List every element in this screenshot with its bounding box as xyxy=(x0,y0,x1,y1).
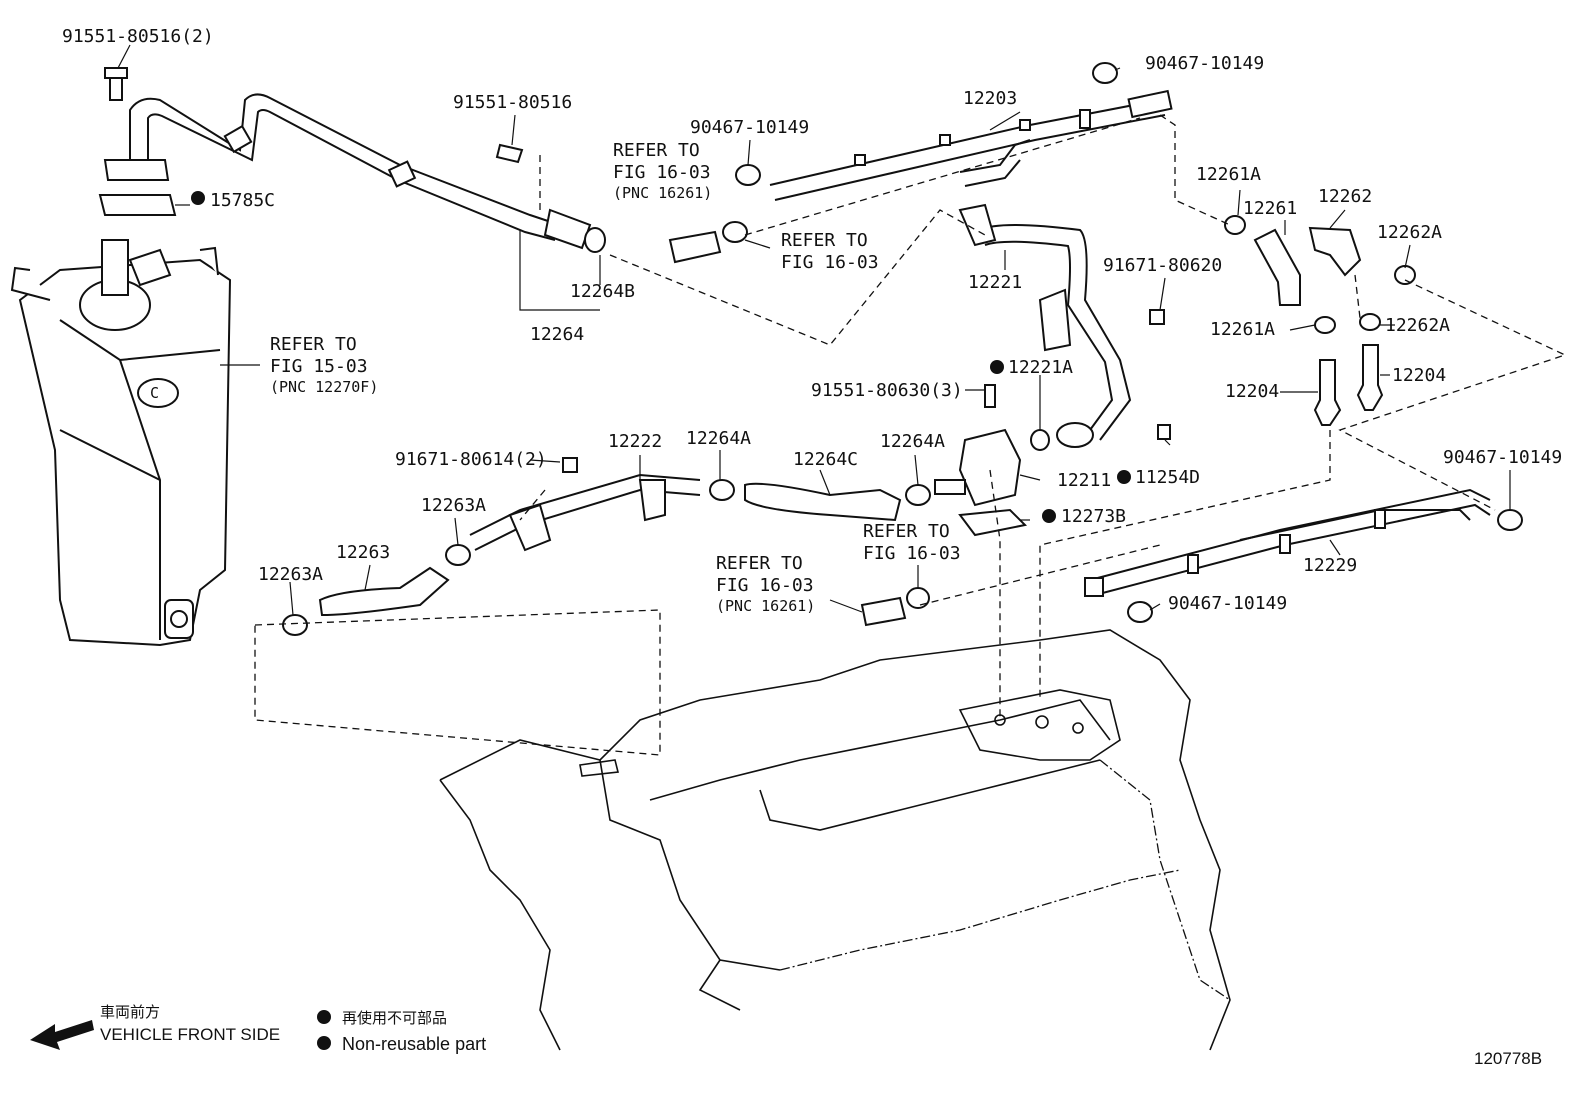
label-12261a-bottom: 12261A xyxy=(1210,319,1275,340)
label-clamp-top-mid: 90467-10149 xyxy=(690,117,809,138)
label-12211: 12211 xyxy=(1057,470,1111,491)
legend: 車両前方 VEHICLE FRONT SIDE 再使用不可部品 Non-reus… xyxy=(30,1003,486,1054)
legend-dot-en xyxy=(317,1036,331,1050)
label-12261: 12261 xyxy=(1243,198,1297,219)
part-labels: 91551-80516(2) 15785C REFER TO FIG 15-03… xyxy=(62,26,1562,615)
label-bolt-91671-80614: 91671-80614(2) xyxy=(395,449,547,470)
label-clamp-top-right: 90467-10149 xyxy=(1145,53,1264,74)
pipe-12203 xyxy=(769,89,1173,201)
pipe-12221 xyxy=(958,203,1165,448)
hose-end-bottom xyxy=(860,587,930,627)
label-refer-a-line2: FIG 16-03 xyxy=(613,162,711,183)
label-12273b: 12273B xyxy=(1061,506,1126,527)
bolt-91551-80516 xyxy=(495,143,524,164)
label-12261a-top: 12261A xyxy=(1196,164,1261,185)
hose-top-left xyxy=(98,67,606,253)
hose-12264c xyxy=(709,479,931,522)
hose-12263 xyxy=(282,544,471,636)
label-12262a-bottom: 12262A xyxy=(1385,315,1450,336)
legend-nonreuse-jp: 再使用不可部品 xyxy=(342,1009,447,1027)
label-refer-d-line1: REFER TO xyxy=(716,553,803,574)
label-12264a-2: 12264A xyxy=(880,431,945,452)
label-bolt-91551-80630: 91551-80630(3) xyxy=(811,380,963,401)
water-outlet-12211 xyxy=(934,384,1171,537)
clamp-top-mid xyxy=(722,164,761,243)
reservoir-tank: C xyxy=(10,239,260,647)
hose-end-top xyxy=(668,230,722,264)
legend-nonreuse-en: Non-reusable part xyxy=(342,1034,486,1054)
label-refer-c-line2: FIG 16-03 xyxy=(863,543,961,564)
front-arrow-icon xyxy=(30,1020,94,1050)
label-15785c: 15785C xyxy=(210,190,275,211)
label-refer-a-line1: REFER TO xyxy=(613,140,700,161)
svg-text:C: C xyxy=(150,384,159,402)
nonreusable-markers xyxy=(191,191,1131,523)
label-12262a-top: 12262A xyxy=(1377,222,1442,243)
label-12264c: 12264C xyxy=(793,449,858,470)
legend-front-jp: 車両前方 xyxy=(100,1003,160,1021)
engine-outline xyxy=(439,629,1231,1051)
label-12221: 12221 xyxy=(968,272,1022,293)
diagram-id: 120778B xyxy=(1474,1049,1542,1068)
leader-lines xyxy=(117,44,1511,616)
pipe-12229 xyxy=(1084,488,1523,623)
label-refer-15-line1: REFER TO xyxy=(270,334,357,355)
label-bolt-top: 91551-80516(2) xyxy=(62,26,214,47)
label-refer-d-line2: FIG 16-03 xyxy=(716,575,814,596)
label-clamp-right: 90467-10149 xyxy=(1443,447,1562,468)
label-bolt-91671-80620: 91671-80620 xyxy=(1103,255,1222,276)
label-12204-left: 12204 xyxy=(1225,381,1279,402)
label-clamp-bottom-right: 90467-10149 xyxy=(1168,593,1287,614)
label-refer-b-line1: REFER TO xyxy=(781,230,868,251)
label-12221a: 12221A xyxy=(1008,357,1073,378)
label-12222: 12222 xyxy=(608,431,662,452)
label-12263a-1: 12263A xyxy=(421,495,486,516)
legend-front-en: VEHICLE FRONT SIDE xyxy=(100,1025,280,1044)
label-12204-right: 12204 xyxy=(1392,365,1446,386)
label-12203: 12203 xyxy=(963,88,1017,109)
label-12263a-2: 12263A xyxy=(258,564,323,585)
label-11254d: 11254D xyxy=(1135,467,1200,488)
label-12264b: 12264B xyxy=(570,281,635,302)
label-12264: 12264 xyxy=(530,324,584,345)
label-refer-b-line2: FIG 16-03 xyxy=(781,252,879,273)
legend-dot-jp xyxy=(317,1010,331,1024)
hoses-right xyxy=(1224,215,1416,426)
label-refer-d-line3: (PNC 16261) xyxy=(716,597,815,615)
label-12263: 12263 xyxy=(336,542,390,563)
clamp-top-right xyxy=(1092,62,1118,84)
label-refer-c-line1: REFER TO xyxy=(863,521,950,542)
pipe-12222 xyxy=(469,457,701,552)
label-refer-15-line2: FIG 15-03 xyxy=(270,356,368,377)
label-refer-15-line3: (PNC 12270F) xyxy=(270,378,378,396)
label-12264a-1: 12264A xyxy=(686,428,751,449)
connection-lines xyxy=(254,114,1567,756)
label-12229: 12229 xyxy=(1303,555,1357,576)
label-bolt-91551-80516: 91551-80516 xyxy=(453,92,572,113)
label-12262: 12262 xyxy=(1318,186,1372,207)
label-refer-a-line3: (PNC 16261) xyxy=(613,184,712,202)
